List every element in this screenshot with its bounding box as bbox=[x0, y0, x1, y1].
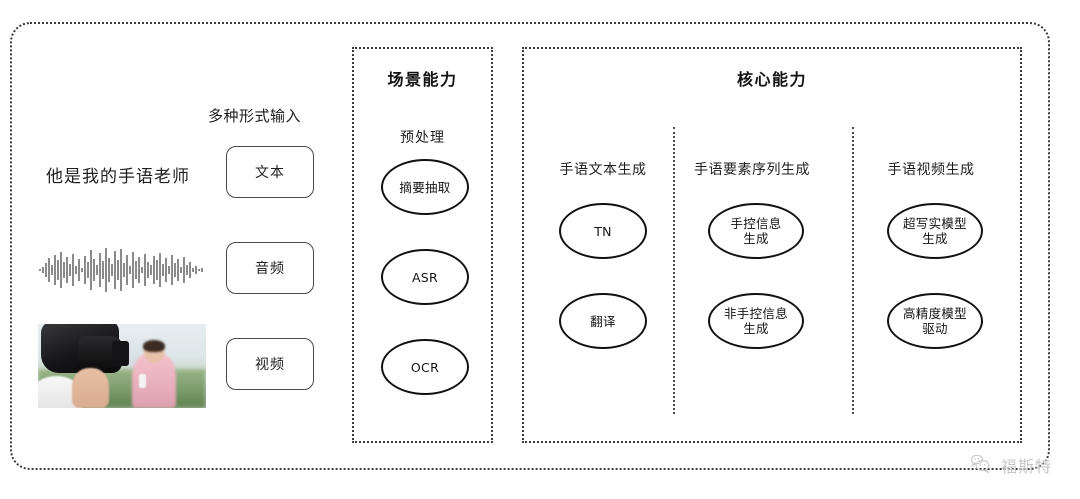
core-subcolumn-header-1: 手语要素序列生成 bbox=[694, 162, 810, 178]
core-subcolumn-elements: 手语要素序列生成 手控信息生成 非手控信息生成 bbox=[677, 159, 827, 429]
sample-sentence: 他是我的手语老师 bbox=[46, 166, 190, 187]
scene-capability-panel: 场景能力 预处理 摘要抽取 ASR OCR bbox=[352, 47, 493, 443]
core-subcolumn-video: 手语视频生成 超写实模型生成 高精度模型驱动 bbox=[856, 159, 1006, 429]
core-capability-panel: 核心能力 手语文本生成 TN 翻译 手语要素序列生成 手控信息生成 非手控信息生… bbox=[522, 47, 1022, 443]
watermark: 福斯特 bbox=[968, 453, 1052, 477]
scene-panel-title: 场景能力 bbox=[387, 70, 458, 89]
node-scene-0[interactable]: 摘要抽取 bbox=[381, 159, 469, 215]
thumbnail-reporter-hair bbox=[143, 339, 165, 352]
node-core-2-1[interactable]: 高精度模型驱动 bbox=[887, 293, 983, 349]
node-core-2-0[interactable]: 超写实模型生成 bbox=[887, 203, 983, 259]
core-panel-title: 核心能力 bbox=[736, 70, 807, 89]
node-scene-1[interactable]: ASR bbox=[381, 249, 469, 305]
thumbnail-operator-hand bbox=[71, 367, 109, 408]
wechat-bubbles-icon bbox=[970, 455, 990, 474]
core-subcolumn-header-0: 手语文本生成 bbox=[559, 162, 647, 178]
thumbnail-camera-hood bbox=[111, 340, 129, 366]
audio-waveform-icon bbox=[39, 248, 203, 292]
outer-dotted-frame bbox=[10, 22, 1050, 470]
video-thumbnail-image bbox=[38, 324, 206, 408]
core-subcolumn-header-2: 手语视频生成 bbox=[887, 162, 975, 178]
modality-pill-video[interactable]: 视频 bbox=[226, 338, 314, 390]
scene-panel-subtitle: 预处理 bbox=[400, 130, 445, 146]
node-core-1-1[interactable]: 非手控信息生成 bbox=[708, 293, 804, 349]
input-row-video: 视频 bbox=[30, 324, 330, 408]
modality-pill-audio[interactable]: 音频 bbox=[226, 242, 314, 294]
modality-pill-text[interactable]: 文本 bbox=[226, 146, 314, 198]
node-core-0-1[interactable]: 翻译 bbox=[559, 293, 647, 349]
core-subcolumn-text: 手语文本生成 TN 翻译 bbox=[528, 159, 678, 429]
node-core-1-0[interactable]: 手控信息生成 bbox=[708, 203, 804, 259]
node-core-0-0[interactable]: TN bbox=[559, 203, 647, 259]
core-column-divider-2 bbox=[852, 127, 854, 414]
input-row-text: 他是我的手语老师 文本 bbox=[30, 146, 330, 202]
input-modalities-column: 多种形式输入 他是我的手语老师 文本 bbox=[30, 60, 330, 420]
node-scene-2[interactable]: OCR bbox=[381, 339, 469, 395]
thumbnail-microphone bbox=[138, 374, 146, 388]
input-section-heading: 多种形式输入 bbox=[208, 107, 302, 125]
watermark-label: 福斯特 bbox=[1000, 457, 1052, 476]
core-column-divider-1 bbox=[673, 127, 675, 414]
input-row-audio: 音频 bbox=[30, 242, 330, 298]
